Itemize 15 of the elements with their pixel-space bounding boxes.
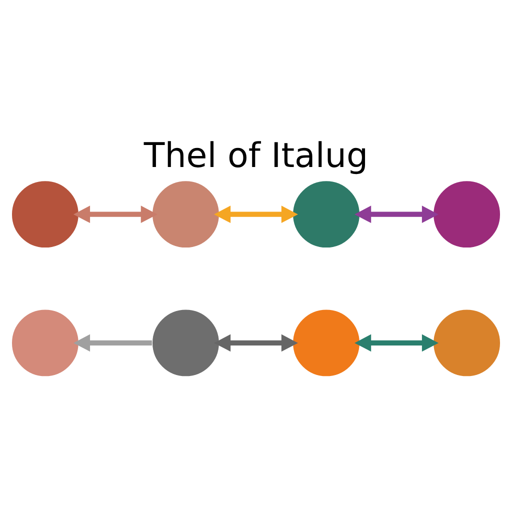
node-circle: [11, 308, 80, 377]
arrow: [354, 205, 439, 223]
arrow: [73, 205, 158, 223]
arrow: [214, 205, 298, 223]
arrow: [73, 334, 152, 352]
node-circle: [152, 180, 220, 248]
node-circle: [292, 180, 360, 248]
node-circle: [432, 180, 501, 248]
node-circle: [432, 308, 501, 377]
diagram-title: Thel of Italug: [144, 136, 368, 176]
node-circle: [152, 308, 220, 377]
node-circle: [292, 308, 360, 377]
node-circle: [11, 180, 80, 248]
arrow: [354, 334, 439, 352]
arrow: [214, 334, 298, 352]
